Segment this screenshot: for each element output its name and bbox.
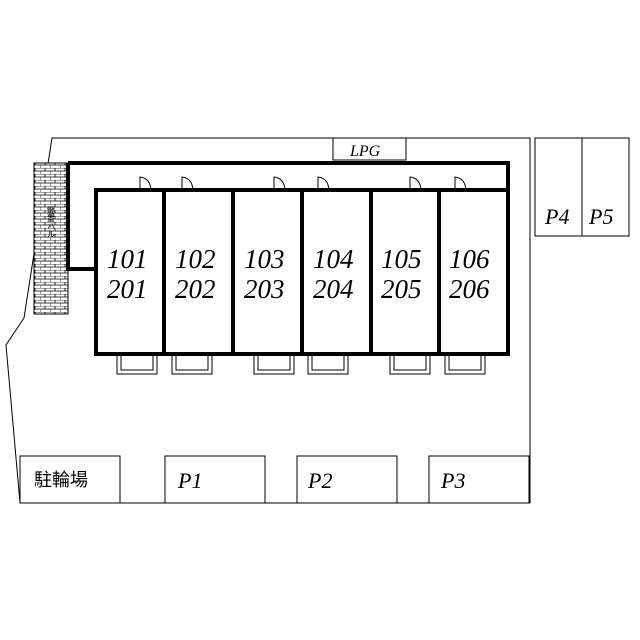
parking-p4: P4 [534,137,583,237]
parking-label: P2 [307,468,332,493]
parking-p1: P1 [164,455,266,504]
balcony [389,353,431,375]
parking-label: P3 [440,468,465,493]
parking-label: P5 [588,204,613,229]
balconies [116,353,486,375]
room-number-upper: 103 [244,244,285,274]
parking-p2: P2 [296,455,398,504]
room-number-upper: 102 [175,244,216,274]
room-number-lower: 206 [449,274,490,304]
site-boundary [5,137,531,504]
room-number-lower: 202 [175,274,216,304]
lpg-label: LPG [349,143,381,160]
parking-label: P1 [177,468,202,493]
lpg-area: LPG [332,137,407,161]
stair-label: 鍵置ハル [47,205,56,238]
balcony [171,353,213,375]
balcony [444,353,486,375]
room-number-upper: 104 [313,244,354,274]
room-number-lower: 203 [244,274,285,304]
room-number-lower: 204 [313,274,354,304]
balcony [253,353,295,375]
room-number-lower: 205 [381,274,422,304]
room-number-upper: 106 [449,244,490,274]
parking-p3: P3 [428,455,530,504]
parking-label: P4 [544,204,569,229]
staircase: 鍵置ハル [33,162,69,315]
parking-p5: P5 [581,137,630,237]
balcony [307,353,349,375]
bicycle-parking-label: 駐輪場 [34,470,88,491]
balcony [116,353,158,375]
room-number-lower: 201 [107,274,148,304]
room-number-upper: 105 [381,244,422,274]
rooms: 101 201 102 202 103 203 104 204 105 205 … [94,188,510,356]
room-number-upper: 101 [107,244,148,274]
bicycle-parking: 駐輪場 [19,455,121,504]
